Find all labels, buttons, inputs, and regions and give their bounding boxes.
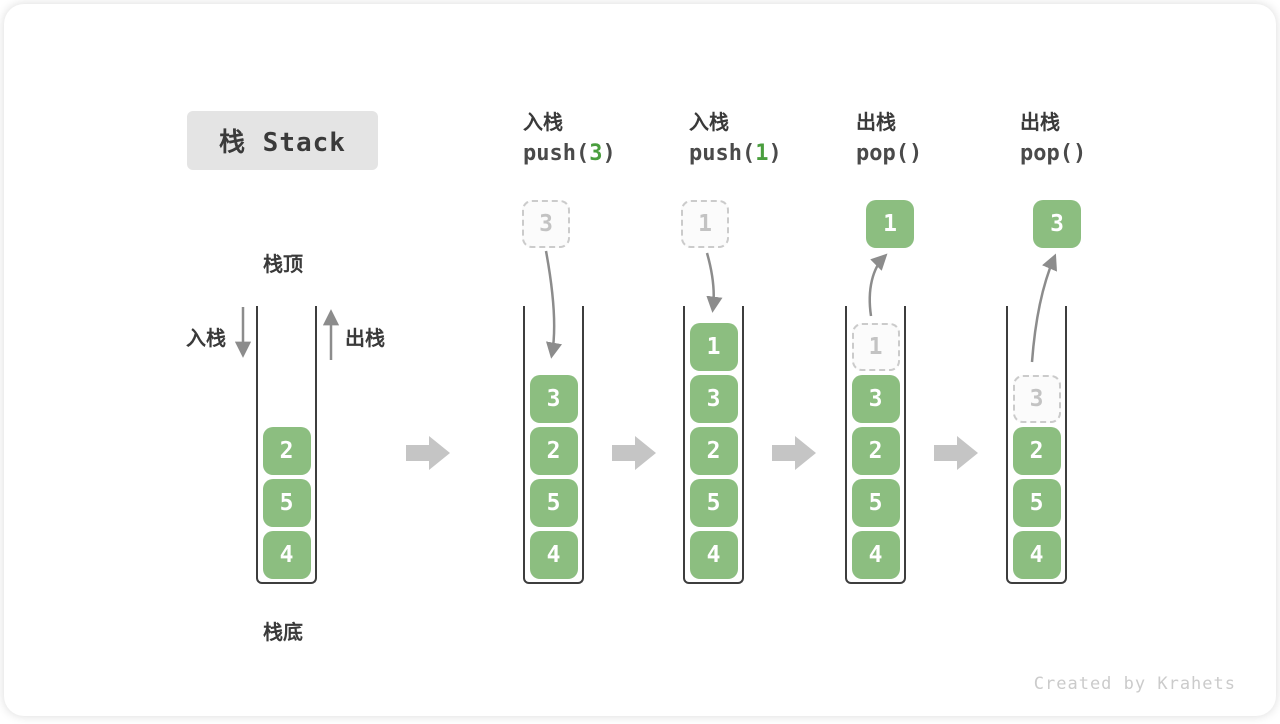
- operation-label-2: 出栈 pop(): [856, 112, 1006, 165]
- credit-text: Created by Krahets: [1033, 674, 1236, 694]
- pop-direction-label: 出栈: [345, 326, 385, 350]
- stack-cell-3: 3: [851, 375, 900, 423]
- popped-value-box-1: 1: [866, 200, 914, 248]
- incoming-value-box-3: 3: [522, 200, 570, 248]
- push-curve-arrow-after-push-1: [705, 252, 723, 313]
- incoming-value-box-1: 1: [681, 200, 729, 248]
- popped-value-box-3: 3: [1033, 200, 1081, 248]
- stack-top-label: 栈顶: [263, 252, 303, 276]
- stack-cell-2: 2: [1012, 427, 1061, 475]
- stack-cell-5: 5: [851, 479, 900, 527]
- operation-code: push(3): [523, 141, 616, 166]
- stack-cell-4: 4: [851, 531, 900, 579]
- stack-cell-5: 5: [689, 479, 738, 527]
- ghost-cell-1: 1: [851, 323, 900, 371]
- ghost-cell-3: 3: [1012, 375, 1061, 423]
- transition-arrow-1: [612, 436, 656, 470]
- transition-arrow-2: [772, 436, 816, 470]
- stack-cell-4: 4: [1012, 531, 1061, 579]
- operation-label-3: 出栈 pop(): [1020, 112, 1170, 165]
- operation-label-1: 入栈 push(1): [689, 112, 839, 165]
- diagram-card: 栈 Stack 栈顶 栈底 入栈 出栈 入栈 push(3) 入栈 push(1) 出栈…: [4, 4, 1276, 716]
- stack-cell-4: 4: [529, 531, 578, 579]
- operation-code: pop(): [1020, 141, 1087, 166]
- operation-name: 出栈: [1020, 110, 1060, 134]
- operation-name: 出栈: [856, 110, 896, 134]
- diagram-title: 栈 Stack: [187, 111, 378, 170]
- stack-cell-1: 1: [689, 323, 738, 371]
- stack-cell-4: 4: [689, 531, 738, 579]
- stack-cell-5: 5: [1012, 479, 1061, 527]
- operation-arg: 1: [755, 141, 769, 166]
- operation-name: 入栈: [523, 110, 563, 134]
- stack-cell-3: 3: [689, 375, 738, 423]
- operation-name: 入栈: [689, 110, 729, 134]
- transition-arrow-3: [934, 436, 978, 470]
- operation-arg: 3: [589, 141, 603, 166]
- stack-cell-5: 5: [262, 479, 311, 527]
- operation-code: pop(): [856, 141, 923, 166]
- stack-cell-2: 2: [529, 427, 578, 475]
- stack-cell-2: 2: [851, 427, 900, 475]
- operation-label-0: 入栈 push(3): [523, 112, 673, 165]
- stack-cell-5: 5: [529, 479, 578, 527]
- stack-cell-2: 2: [689, 427, 738, 475]
- stack-cell-3: 3: [529, 375, 578, 423]
- transition-arrow-0: [406, 436, 450, 470]
- stack-cell-2: 2: [262, 427, 311, 475]
- push-direction-label: 入栈: [186, 326, 226, 350]
- stack-bottom-label: 栈底: [263, 620, 303, 644]
- stack-cell-4: 4: [262, 531, 311, 579]
- operation-code: push(1): [689, 141, 782, 166]
